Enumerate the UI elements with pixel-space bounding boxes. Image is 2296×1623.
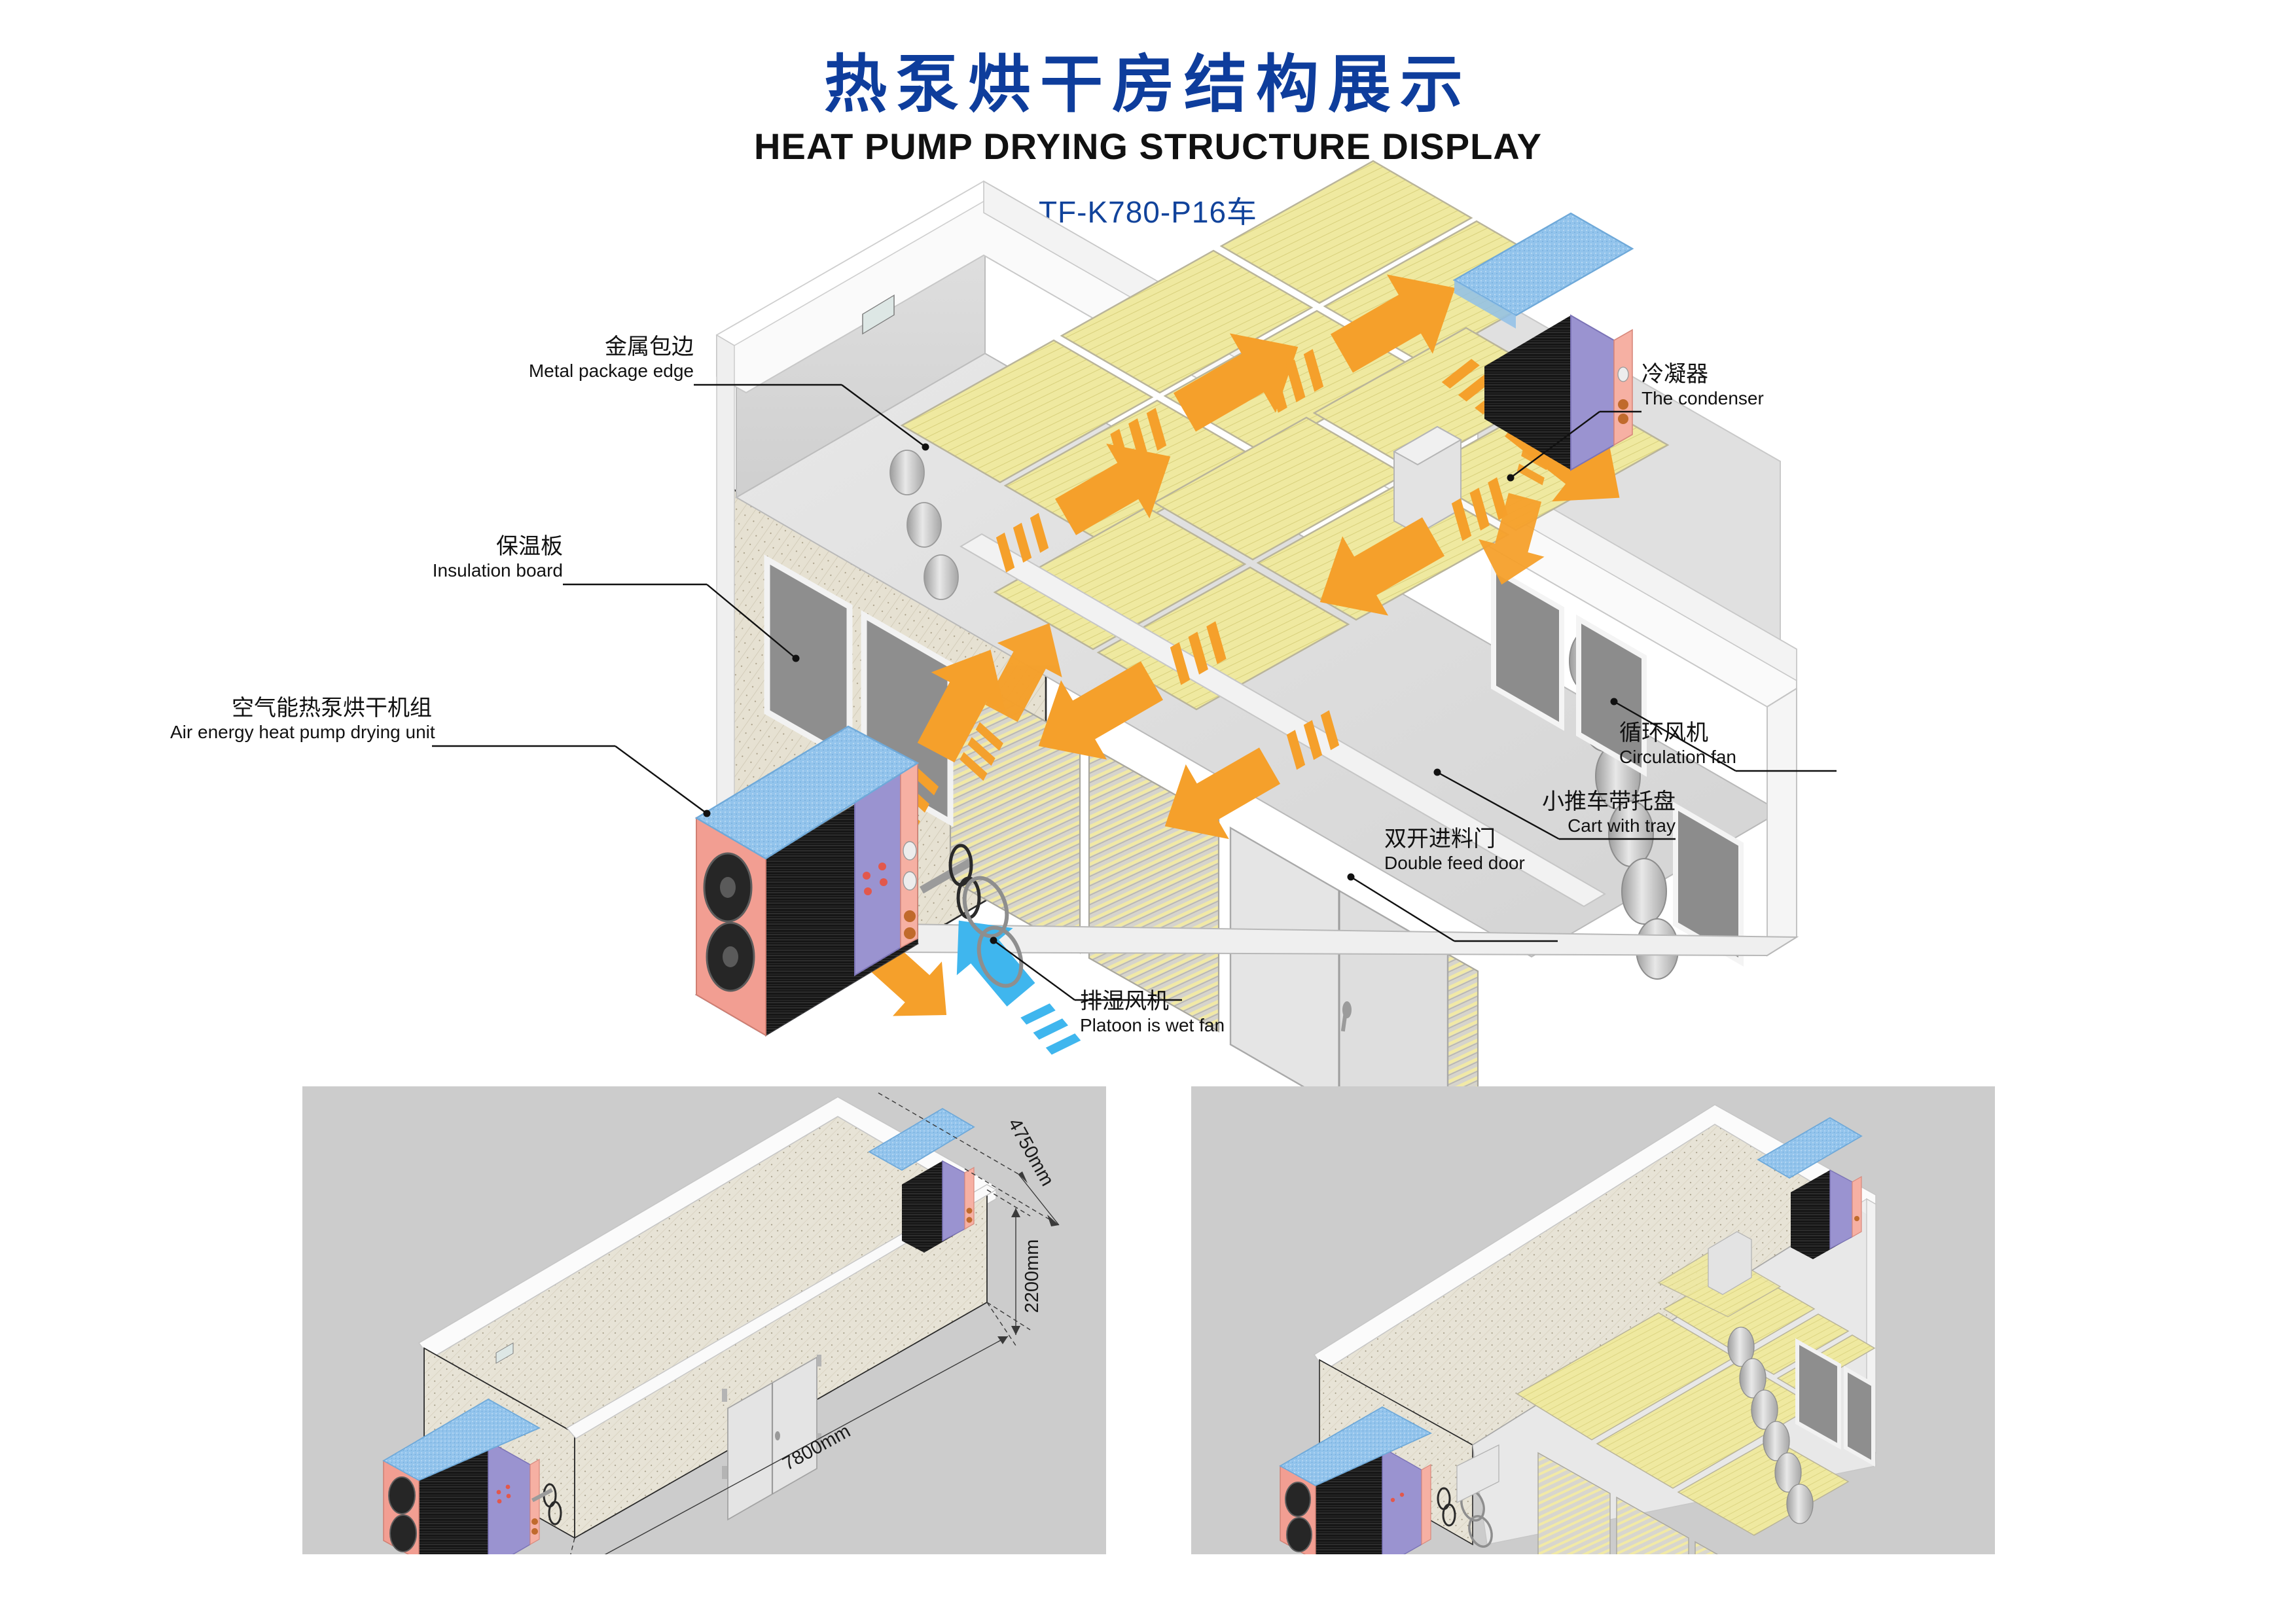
callout-circulation-fan: 循环风机 Circulation fan <box>1619 720 1894 768</box>
dehumidify-inlet-rings <box>962 876 1024 988</box>
heat-pump-unit-main <box>694 294 1024 1037</box>
dimension-depth-label: 4750mm <box>1004 1115 1058 1190</box>
callout-metal-package-edge: 金属包边 Metal package edge <box>497 334 694 382</box>
exterior-condenser-unit <box>868 1107 975 1253</box>
callout-metal-package-edge-cn: 金属包边 <box>605 334 694 359</box>
cutaway-view-art <box>1279 1104 1876 1554</box>
interior-door-panels-right <box>1491 565 1744 967</box>
callout-dehumidify-fan-en: Platoon is wet fan <box>1080 1015 1225 1036</box>
callout-circulation-fan-cn: 循环风机 <box>1619 721 1708 745</box>
callout-double-feed-door-en: Double feed door <box>1384 853 1525 874</box>
model-number: TF-K780-P16车 <box>1038 194 1258 229</box>
cutaway-wall-left <box>1319 1359 1473 1546</box>
exterior-wall-top-rail <box>565 1184 997 1439</box>
dimension-height-label: 2200mm <box>1022 1240 1043 1313</box>
exterior-heat-pump-unit <box>382 1342 562 1554</box>
callout-insulation-board-en: Insulation board <box>432 560 563 581</box>
dimension-lines <box>570 1092 1060 1554</box>
cutaway-condenser-unit <box>1757 1116 1863 1259</box>
drying-room-shell <box>715 160 1799 1172</box>
callout-condenser: 冷凝器 The condenser <box>1641 361 1916 409</box>
callout-leader-lines <box>432 383 1837 1001</box>
callout-circulation-fan-en: Circulation fan <box>1619 747 1736 768</box>
cutaway-partitions <box>1795 1338 1875 1467</box>
condenser-unit-main <box>1452 212 1634 471</box>
callout-heat-pump-unit-cn: 空气能热泵烘干机组 <box>232 696 432 721</box>
airflow-arrows <box>868 274 1620 1016</box>
callout-double-feed-door-cn: 双开进料门 <box>1384 827 1496 851</box>
callout-insulation-board-cn: 保温板 <box>496 534 563 559</box>
page-title-chinese: 热泵烘干房结构展示 <box>824 50 1472 120</box>
tray-bank-divider <box>960 533 1606 908</box>
callout-cart-with-tray-en: Cart with tray <box>1568 815 1676 836</box>
callout-condenser-en: The condenser <box>1641 388 1764 409</box>
callout-cart-with-tray-cn: 小推车带托盘 <box>1542 789 1676 814</box>
callout-dehumidify-fan: 排湿风机 Platoon is wet fan <box>1080 988 1316 1036</box>
callout-heat-pump-unit-en: Air energy heat pump drying unit <box>170 722 435 743</box>
dimension-arrowheads <box>997 1171 1059 1344</box>
exhaust-air-arrow <box>956 920 1081 1055</box>
cutaway-cart-racks <box>1537 1452 1719 1554</box>
callout-insulation-board: 保温板 Insulation board <box>367 533 563 581</box>
callout-condenser-cn: 冷凝器 <box>1641 362 1708 387</box>
page-title-english: HEAT PUMP DRYING STRUCTURE DISPLAY <box>754 125 1542 167</box>
cutaway-circulation-fans <box>1727 1327 1814 1524</box>
callout-heat-pump-unit: 空气能热泵烘干机组 Air energy heat pump drying un… <box>170 695 435 743</box>
cutaway-base-duct <box>1456 1444 1499 1504</box>
callout-cart-with-tray: 小推车带托盘 Cart with tray <box>1466 789 1676 836</box>
panel-exterior-view: 4750mm 2200mm 7800mm <box>302 1086 1106 1554</box>
cutaway-heat-pump-unit <box>1279 1406 1456 1554</box>
title-block: 热泵烘干房结构展示 HEAT PUMP DRYING STRUCTURE DIS… <box>0 52 2296 232</box>
cutaway-ceiling-duct <box>1708 1231 1752 1295</box>
panel-cutaway-view <box>1191 1086 1995 1554</box>
callout-metal-package-edge-en: Metal package edge <box>528 361 694 382</box>
callout-double-feed-door: 双开进料门 Double feed door <box>1384 826 1620 874</box>
exterior-roof-rim <box>418 1096 997 1360</box>
exterior-view-art: 4750mm 2200mm 7800mm <box>382 1092 1060 1554</box>
callout-dehumidify-fan-cn: 排湿风机 <box>1080 989 1169 1014</box>
inner-fan-group-left <box>889 450 959 600</box>
